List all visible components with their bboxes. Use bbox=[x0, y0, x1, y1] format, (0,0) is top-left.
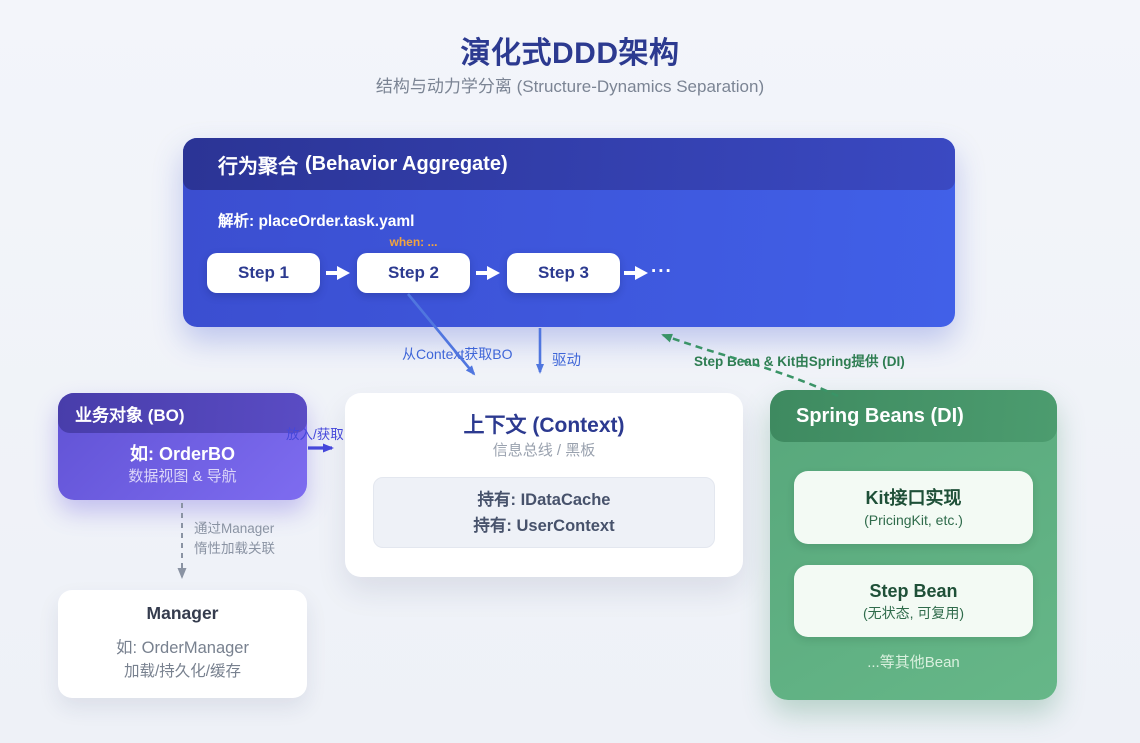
edge-label-lazy-line1: 通过Manager bbox=[194, 521, 275, 536]
context-subtitle: 信息总线 / 黑板 bbox=[492, 442, 596, 459]
business-object-header: 业务对象 (BO) bbox=[58, 393, 307, 433]
context-title-zh: 上下文 bbox=[463, 414, 527, 437]
step-3-node: Step 3 bbox=[507, 253, 620, 293]
kit-implementation-card: Kit接口实现 (PricingKit, etc.) bbox=[794, 471, 1033, 544]
when-condition-label: when: ... bbox=[389, 235, 438, 249]
parse-label: 解析: placeOrder.task.yaml bbox=[218, 213, 415, 230]
other-beans-label: ...等其他Bean bbox=[867, 654, 960, 671]
steps-ellipsis: ... bbox=[651, 256, 673, 277]
context-holds-idatacache: 持有: IDataCache bbox=[477, 490, 611, 509]
edge-label-lazy-load: 通过Manager 惰性加载关联 bbox=[194, 519, 275, 559]
context-holds-usercontext: 持有: UserContext bbox=[473, 516, 615, 535]
page-title: 演化式DDD架构 bbox=[460, 37, 680, 70]
spring-beans-header: Spring Beans (DI) bbox=[770, 390, 1057, 442]
step-1-node: Step 1 bbox=[207, 253, 320, 293]
edge-label-put-get: 放入/获取 bbox=[286, 427, 344, 442]
edge-label-lazy-line2: 惰性加载关联 bbox=[194, 541, 275, 556]
step-flow-arrow-icon bbox=[326, 266, 350, 280]
step-2-node: Step 2 bbox=[357, 253, 470, 293]
behavior-aggregate-box: 行为聚合 (Behavior Aggregate) 解析: placeOrder… bbox=[183, 138, 955, 327]
behavior-aggregate-title-zh: 行为聚合 bbox=[218, 155, 298, 178]
context-box: 上下文 (Context) 信息总线 / 黑板 持有: IDataCache 持… bbox=[345, 393, 743, 577]
step-bean-card: Step Bean (无状态, 可复用) bbox=[794, 565, 1033, 637]
business-object-box: 业务对象 (BO) 如: OrderBO 数据视图 & 导航 bbox=[58, 393, 307, 500]
context-title-en: (Context) bbox=[532, 414, 625, 437]
business-object-desc: 数据视图 & 导航 bbox=[128, 468, 237, 485]
spring-beans-box: Spring Beans (DI) Kit接口实现 (PricingKit, e… bbox=[770, 390, 1057, 700]
manager-desc: 加载/持久化/缓存 bbox=[123, 663, 242, 680]
page-subtitle: 结构与动力学分离 (Structure-Dynamics Separation) bbox=[375, 77, 765, 96]
business-object-example: 如: OrderBO bbox=[129, 444, 235, 464]
manager-title: Manager bbox=[146, 603, 219, 623]
edge-label-get-bo: 从Context获取BO bbox=[402, 346, 513, 362]
edge-label-drive: 驱动 bbox=[552, 353, 581, 369]
context-title: 上下文 (Context) bbox=[345, 409, 743, 439]
kit-card-subtitle: (PricingKit, etc.) bbox=[864, 511, 963, 528]
context-holdings-card: 持有: IDataCache 持有: UserContext bbox=[373, 477, 715, 548]
kit-card-title: Kit接口实现 bbox=[865, 487, 962, 508]
step-flow-arrow-icon bbox=[624, 266, 648, 280]
behavior-aggregate-header: 行为聚合 (Behavior Aggregate) bbox=[183, 138, 955, 190]
behavior-aggregate-title-en: (Behavior Aggregate) bbox=[305, 152, 508, 175]
step-flow-arrow-icon bbox=[476, 266, 500, 280]
step-bean-card-title: Step Bean bbox=[869, 581, 958, 601]
manager-example: 如: OrderManager bbox=[116, 639, 249, 657]
step-bean-card-subtitle: (无状态, 可复用) bbox=[862, 605, 965, 621]
manager-box: Manager 如: OrderManager 加载/持久化/缓存 bbox=[58, 590, 307, 698]
edge-label-di: Step Bean & Kit由Spring提供 (DI) bbox=[694, 354, 905, 369]
